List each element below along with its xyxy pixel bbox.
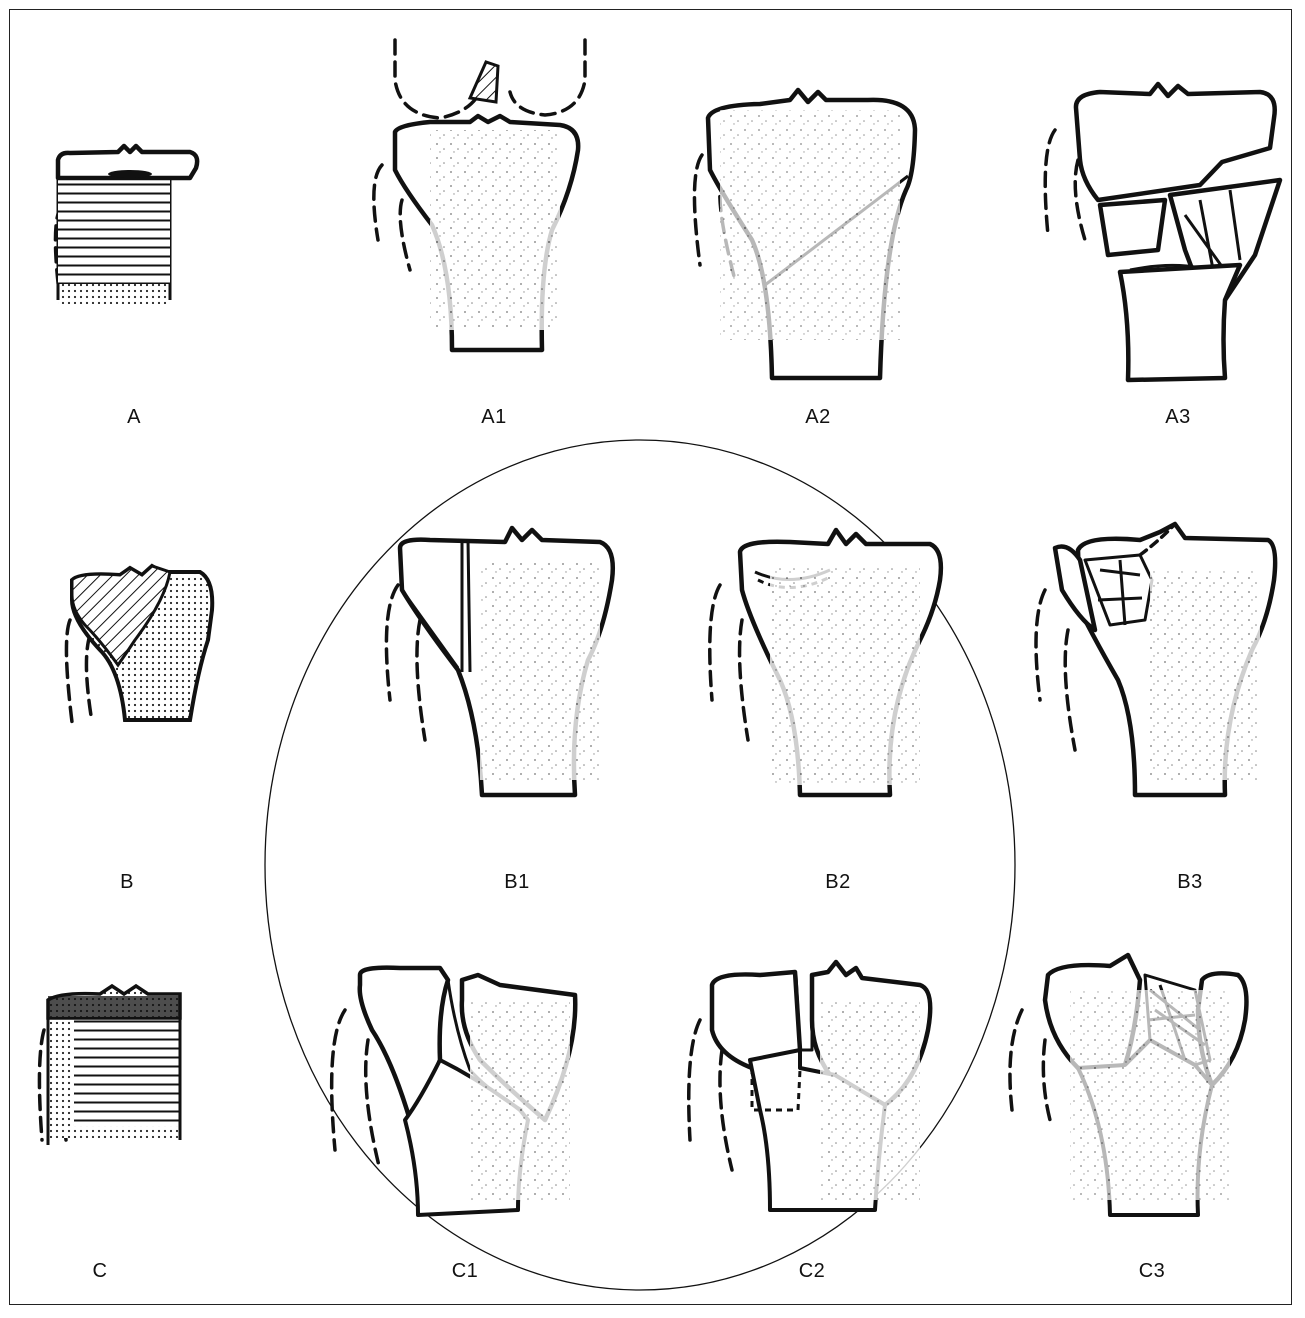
icon-b2-depression — [710, 530, 941, 795]
icon-c3-comminuted-bicondylar — [1010, 955, 1247, 1215]
label-a1: A1 — [481, 406, 506, 429]
label-c2: C2 — [799, 1260, 826, 1283]
label-a3: A3 — [1165, 406, 1190, 429]
label-b3: B3 — [1177, 871, 1202, 894]
label-b: B — [120, 871, 134, 894]
label-b1: B1 — [504, 871, 529, 894]
icon-a1-avulsion — [374, 40, 585, 350]
icon-b-schematic — [66, 566, 212, 722]
label-c3: C3 — [1139, 1260, 1166, 1283]
label-c: C — [93, 1260, 108, 1283]
icon-c1-bicondylar — [332, 968, 576, 1215]
icon-a3-comminuted — [1045, 84, 1280, 380]
label-b2: B2 — [825, 871, 850, 894]
label-a2: A2 — [805, 406, 830, 429]
label-a: A — [127, 406, 141, 429]
label-c1: C1 — [452, 1260, 479, 1283]
icon-b1-split — [386, 528, 612, 795]
icon-b3-split-depression — [1036, 524, 1275, 795]
icon-c2-articular-metaphyseal — [689, 962, 930, 1210]
icon-a-schematic — [55, 146, 197, 304]
icon-a2-oblique — [694, 90, 915, 378]
icon-c-schematic — [39, 986, 180, 1145]
